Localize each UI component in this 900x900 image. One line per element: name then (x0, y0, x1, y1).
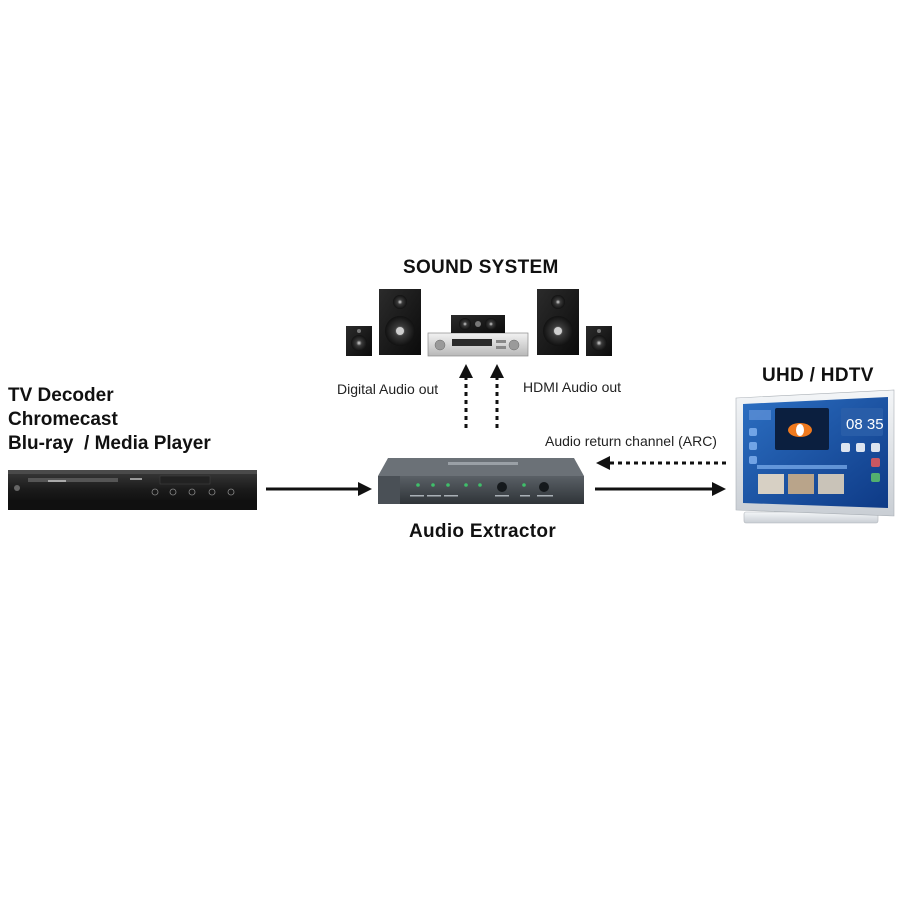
hdtv-icon: 08 35 (735, 389, 895, 524)
source-device-labels: TV Decoder Chromecast Blu-ray / Media Pl… (8, 384, 211, 456)
audio-extractor-title: Audio Extractor (409, 521, 557, 542)
digital-audio-arrow (459, 364, 473, 428)
source-label-bluray: Blu-ray / Media Player (8, 433, 211, 454)
bluray-player-icon (8, 470, 257, 510)
tv-clock: 08 35 (846, 416, 884, 433)
arc-label: Audio return channel (ARC) (545, 433, 717, 449)
hdmi-audio-label: HDMI Audio out (523, 379, 622, 395)
arc-arrow (596, 456, 726, 470)
sound-system-graphic (346, 289, 612, 357)
satellite-speaker-left-icon (346, 326, 372, 356)
source-to-extractor-arrow (266, 482, 372, 496)
sound-system-title: SOUND SYSTEM (403, 257, 559, 278)
digital-audio-label: Digital Audio out (337, 381, 439, 397)
source-label-chromecast: Chromecast (8, 409, 118, 430)
satellite-speaker-right-icon (586, 326, 612, 356)
tower-speaker-right-icon (537, 289, 579, 355)
tower-speaker-left-icon (379, 289, 421, 355)
av-receiver-icon (427, 332, 529, 357)
extractor-to-tv-arrow (595, 482, 726, 496)
tv-title: UHD / HDTV (762, 365, 874, 386)
audio-extractor-icon (378, 458, 584, 504)
hdmi-audio-arrow (490, 364, 504, 428)
source-label-tv-decoder: TV Decoder (8, 385, 114, 406)
center-speaker-icon (451, 315, 505, 333)
